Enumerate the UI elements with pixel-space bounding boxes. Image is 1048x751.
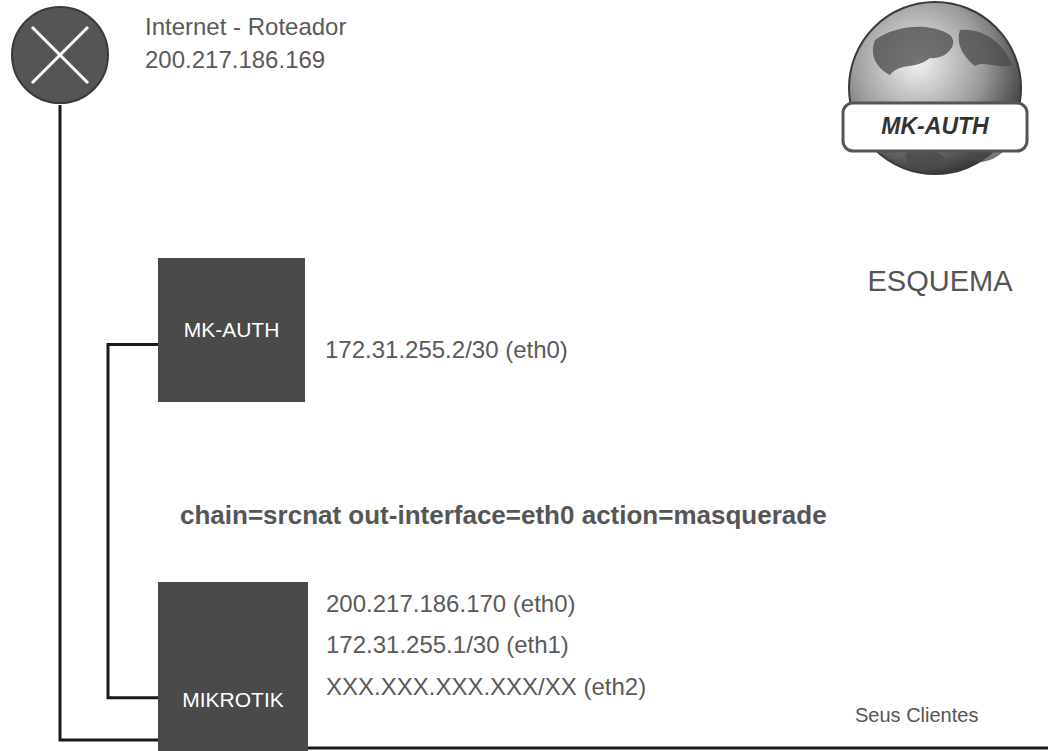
router-box: MIKROTIK200.217.186.170 (eth0)172.31.255… — [158, 582, 308, 751]
address-label: 172.31.255.2/30 (eth0) — [325, 336, 568, 364]
globe-icon — [843, 2, 1027, 174]
address-label: 172.31.255.1/30 (eth1) — [326, 631, 569, 659]
internet-router: Internet - Roteador200.217.186.169 — [10, 5, 110, 105]
server-box: MK-AUTH172.31.255.2/30 (eth0) — [158, 258, 305, 402]
globe-plaque — [843, 103, 1027, 151]
client-line — [308, 747, 1048, 750]
box-title: MK-AUTH — [158, 318, 305, 342]
address-label: 200.217.186.169 — [145, 46, 325, 74]
router-symbol — [10, 5, 110, 105]
address-label: XXX.XXX.XXX.XXX/XX (eth2) — [326, 673, 646, 701]
plaque-label: MK-AUTH — [881, 113, 988, 140]
box-title: MIKROTIK — [158, 688, 308, 712]
address-label: 200.217.186.170 (eth0) — [326, 590, 576, 618]
network-link — [108, 344, 158, 697]
clients-label: Seus Clientes — [855, 704, 978, 727]
address-label: Internet - Roteador — [145, 13, 346, 41]
network-link — [60, 105, 158, 740]
nat-rule-note: chain=srcnat out-interface=eth0 action=m… — [180, 500, 827, 531]
diagram-title-label: ESQUEMA — [867, 265, 1012, 298]
